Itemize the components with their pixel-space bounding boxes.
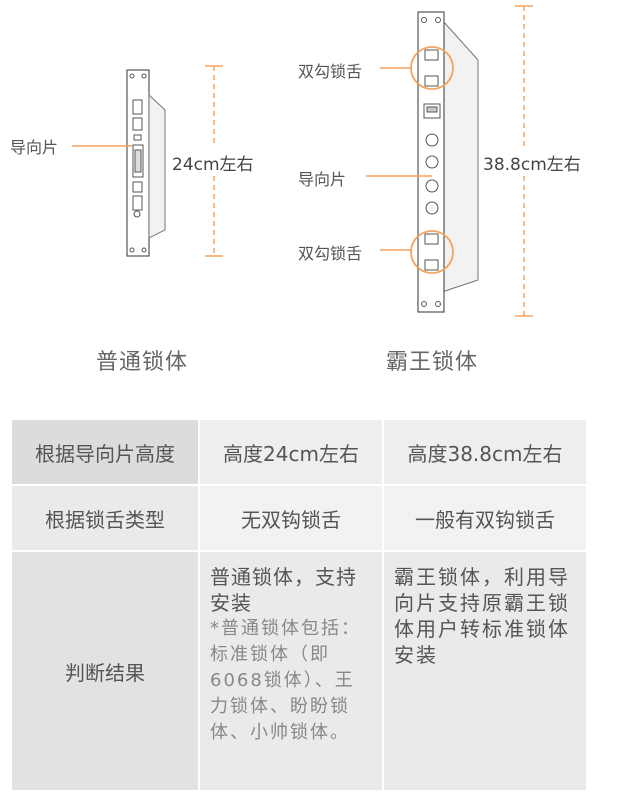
row-header: 判断结果 xyxy=(10,550,200,792)
bottom-hook-label: 双勾锁舌 xyxy=(298,244,363,263)
table-row: 判断结果 普通锁体，支持安装 *普通锁体包括：标准锁体（即6068锁体）、王力锁… xyxy=(10,550,588,792)
table-cell: 霸王锁体，利用导向片支持原霸王锁体用户转标准锁体安装 xyxy=(382,550,588,792)
table-cell: 高度24cm左右 xyxy=(198,418,384,486)
left-guide-label: 导向片 xyxy=(10,138,59,157)
right-guide-label: 导向片 xyxy=(298,170,347,189)
table-cell: 普通锁体，支持安装 *普通锁体包括：标准锁体（即6068锁体）、王力锁体、盼盼锁… xyxy=(198,550,384,792)
result-heavy: 霸王锁体，利用导向片支持原霸王锁体用户转标准锁体安装 xyxy=(394,565,570,667)
lock-diagram: 导向片 24cm左右 普通锁体 双勾锁舌 导向片 双勾锁舌 38.8cm左右 霸… xyxy=(0,0,617,400)
left-dimension-label: 24cm左右 xyxy=(172,155,254,175)
table-row: 根据导向片高度 高度24cm左右 高度38.8cm左右 xyxy=(10,418,588,486)
bottom-hook-highlight xyxy=(410,230,454,274)
row-header: 根据锁舌类型 xyxy=(10,484,200,552)
top-hook-label: 双勾锁舌 xyxy=(298,62,363,81)
table-cell: 高度38.8cm左右 xyxy=(382,418,588,486)
comparison-table: 根据导向片高度 高度24cm左右 高度38.8cm左右 根据锁舌类型 无双钩锁舌… xyxy=(10,418,588,792)
result-standard: 普通锁体，支持安装 xyxy=(210,565,357,615)
table-row: 根据锁舌类型 无双钩锁舌 一般有双钩锁舌 xyxy=(10,484,588,552)
table-cell: 一般有双钩锁舌 xyxy=(382,484,588,552)
table-cell: 无双钩锁舌 xyxy=(198,484,384,552)
left-caption: 普通锁体 xyxy=(96,350,189,375)
right-dimension-label: 38.8cm左右 xyxy=(483,155,581,175)
heavy-lock-body xyxy=(417,11,479,313)
standard-lock-body xyxy=(126,69,166,257)
lock-illustration xyxy=(72,5,533,317)
result-standard-note: *普通锁体包括：标准锁体（即6068锁体）、王力锁体、盼盼锁体、小帅锁体。 xyxy=(210,618,361,743)
right-caption: 霸王锁体 xyxy=(386,350,479,375)
row-header: 根据导向片高度 xyxy=(10,418,200,486)
